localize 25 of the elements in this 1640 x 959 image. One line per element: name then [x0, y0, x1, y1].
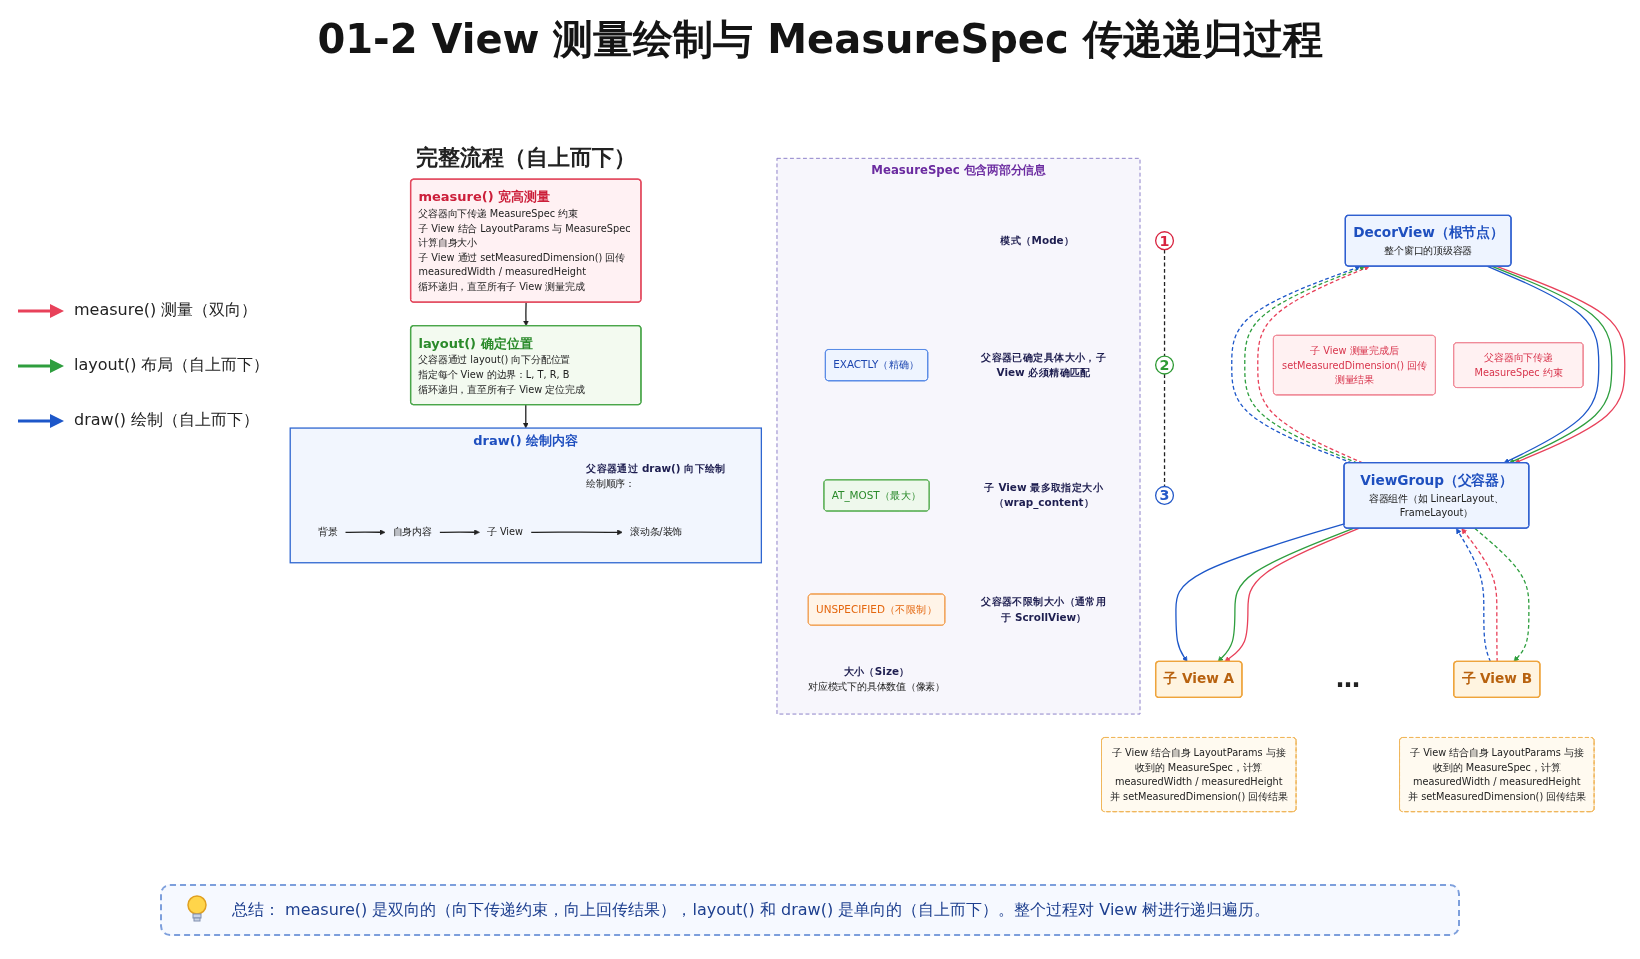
- legend-label: draw() 绘制（自上而下）: [74, 410, 260, 431]
- section-heading: 完整流程（自上而下）: [416, 144, 636, 172]
- node-circle: 3: [1155, 485, 1175, 505]
- node-text: 子 View: [487, 526, 524, 538]
- legend-label: measure() 测量（双向）: [74, 300, 258, 321]
- node-text: 自身内容: [392, 526, 432, 538]
- arrow: [1456, 528, 1491, 663]
- arrow: [1461, 528, 1498, 663]
- node-circle: 1: [1155, 231, 1175, 251]
- connector: [1163, 373, 1166, 488]
- title: 01-2 View 测量绘制与 MeasureSpec 传递递归过程: [317, 15, 1323, 64]
- arrow: [522, 404, 529, 429]
- node-circle: 2: [1155, 355, 1175, 375]
- legend-label: layout() 布局（自上而下）: [74, 355, 270, 376]
- connector: [1163, 248, 1166, 357]
- ellipsis-text: …: [1336, 665, 1360, 693]
- node-text: 背景: [317, 526, 338, 538]
- arrow: [530, 529, 623, 536]
- node-text: 滚动条/装饰: [630, 526, 683, 538]
- arrow: [1175, 523, 1345, 662]
- arrow: [439, 529, 480, 536]
- caption-text: 总结： measure() 是双向的（向下传递约束，向上回传结果），layout() 和 draw() 是单向的（自上而下）。整个过程对 View 树进行递归遍历。: [232, 899, 1271, 921]
- arrow: [1474, 527, 1530, 662]
- arrow: [344, 529, 386, 536]
- arrow: [523, 301, 529, 327]
